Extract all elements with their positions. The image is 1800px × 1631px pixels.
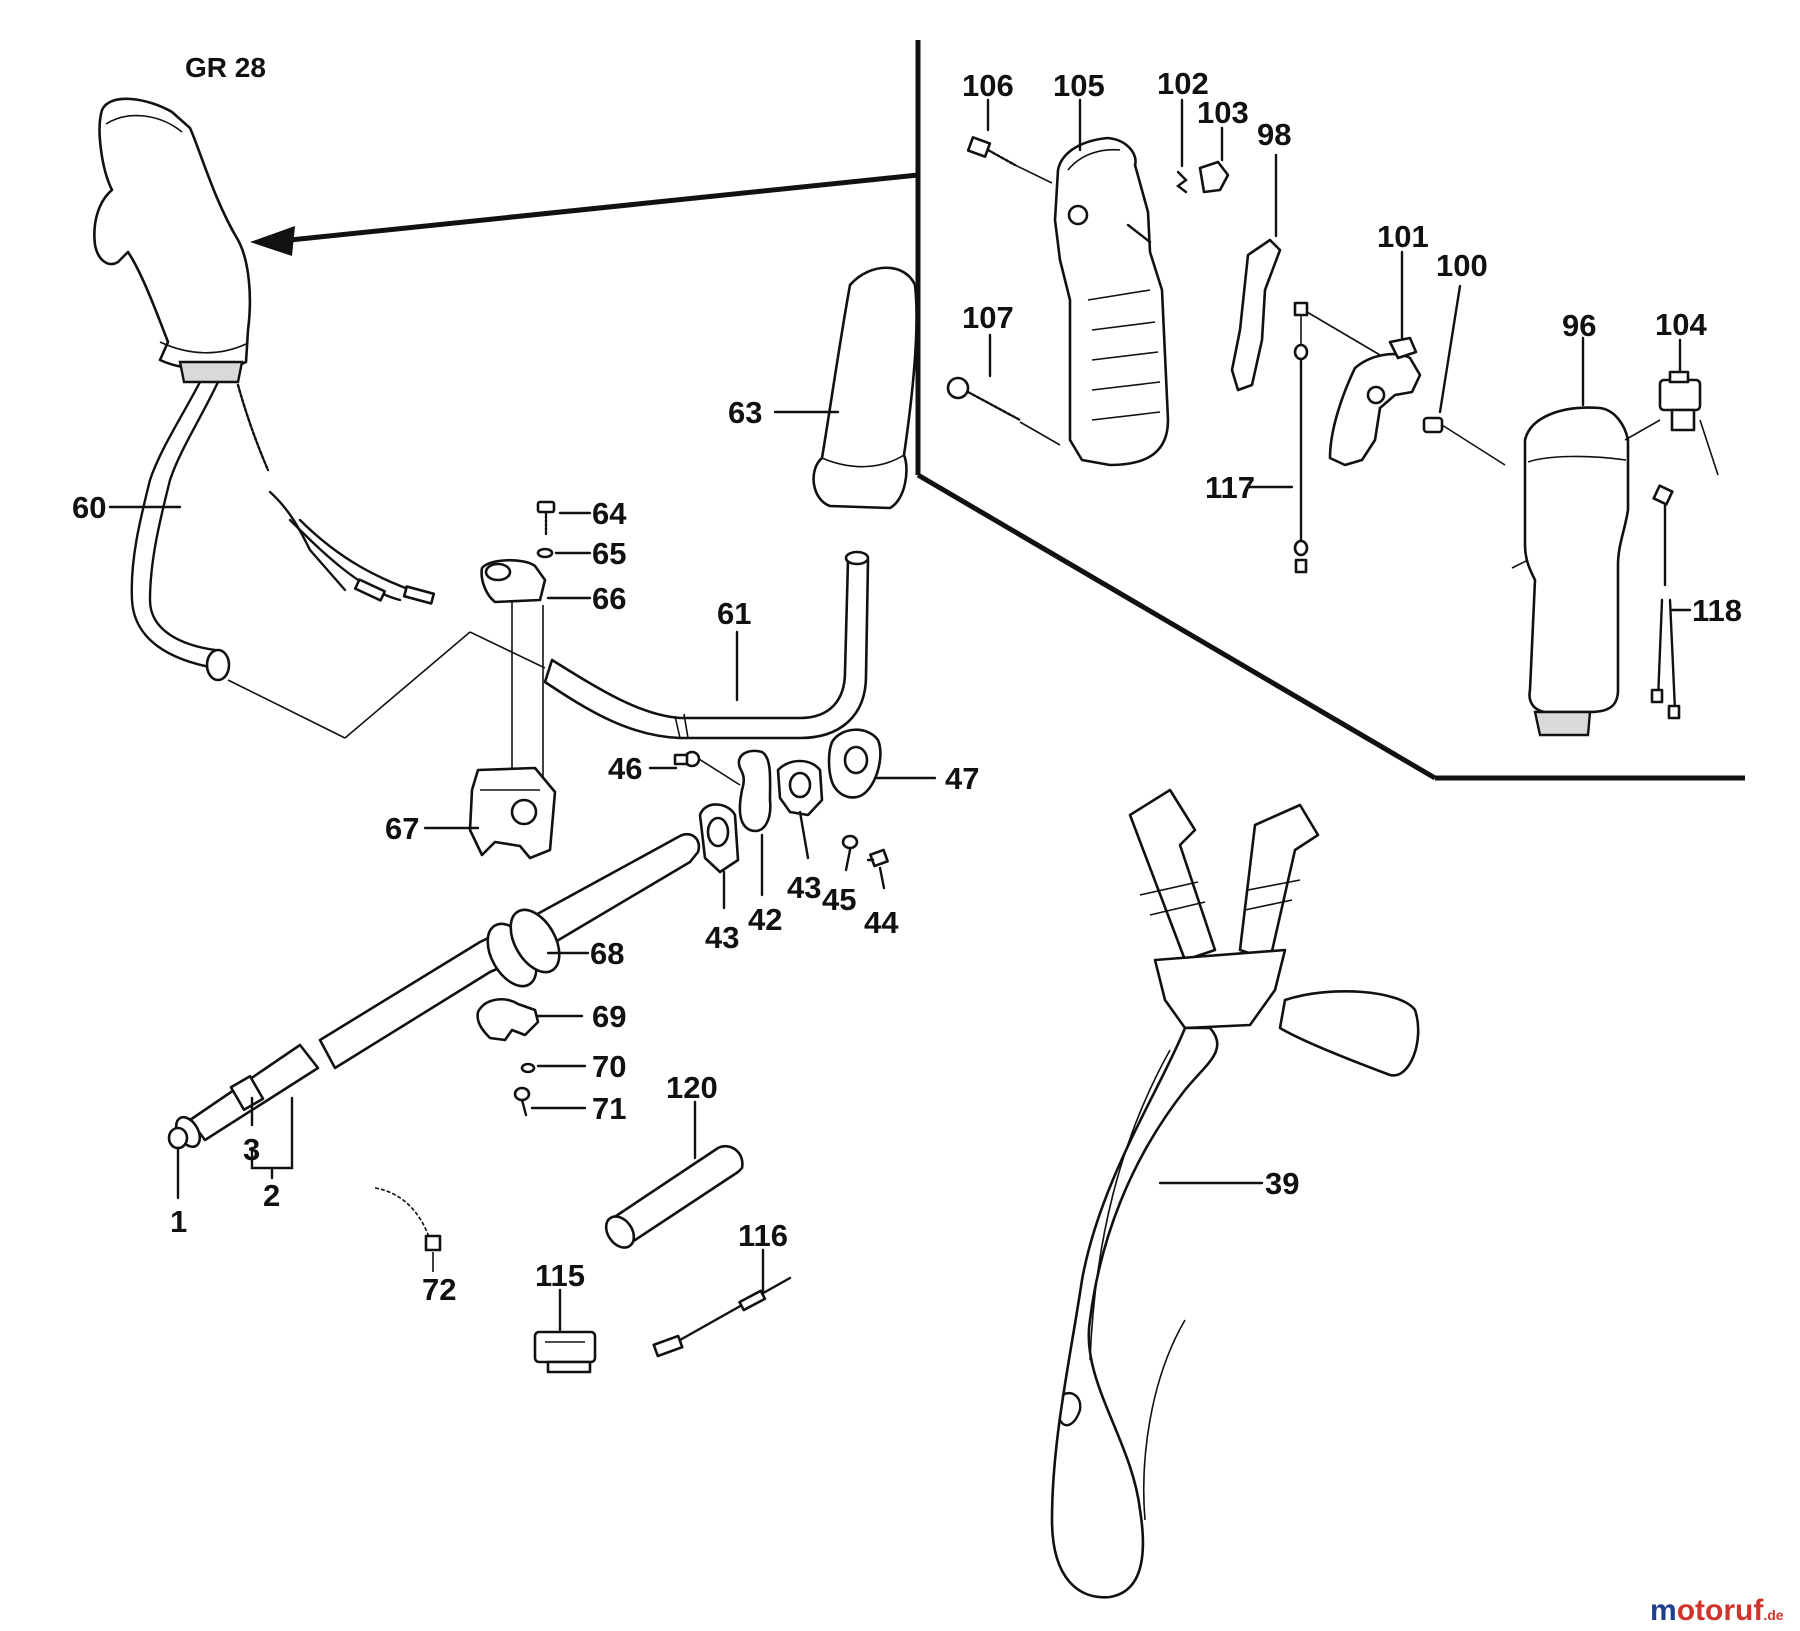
bolt-106 [966, 136, 1053, 184]
callout-118: 118 [1692, 593, 1742, 628]
callout-115: 115 [535, 1258, 585, 1293]
callout-69: 69 [592, 999, 626, 1034]
callout-1: 1 [170, 1204, 187, 1239]
callout-45: 45 [822, 882, 856, 917]
handlebar-tube-61 [543, 550, 870, 740]
callout-61: 61 [717, 596, 751, 631]
spring-102 [1176, 170, 1188, 194]
callout-43-lower: 43 [705, 920, 739, 955]
callout-105: 105 [1053, 68, 1105, 103]
callout-106: 106 [962, 68, 1014, 103]
clip-69 [476, 998, 540, 1042]
callout-117: 117 [1205, 470, 1255, 505]
callout-96: 96 [1562, 308, 1596, 343]
callout-72: 72 [422, 1272, 456, 1307]
callout-44: 44 [864, 905, 899, 940]
trigger-98 [1230, 238, 1282, 392]
callout-116: 116 [738, 1218, 788, 1253]
callout-67: 67 [385, 811, 419, 846]
connector-115 [533, 1330, 597, 1374]
callout-103: 103 [1197, 95, 1249, 130]
wire-118 [1650, 484, 1681, 720]
watermark-suffix: .de [1763, 1607, 1783, 1623]
wire-72 [374, 1187, 442, 1272]
gasket-42 [737, 749, 772, 833]
callout-120: 120 [666, 1070, 718, 1105]
callout-107: 107 [962, 300, 1014, 335]
bracket-43-lower [698, 803, 740, 874]
harness-39 [1050, 788, 1420, 1599]
callout-66: 66 [592, 581, 626, 616]
diagram-title: GR 28 [185, 52, 266, 83]
callout-100: 100 [1436, 248, 1488, 283]
plate-47 [827, 728, 882, 799]
washer-70 [520, 1062, 536, 1074]
watermark-brand-rest: otoruf [1677, 1594, 1765, 1627]
callout-65: 65 [592, 536, 626, 571]
callout-64: 64 [592, 496, 627, 531]
callout-2: 2 [263, 1178, 280, 1213]
watermark-brand-initial: m [1650, 1594, 1677, 1627]
callout-46: 46 [608, 751, 642, 786]
svg-text:motoruf.de: motoruf.de [1650, 1594, 1784, 1627]
nut-100 [1422, 416, 1506, 466]
shaft-tube-68 [167, 832, 701, 1150]
washer-65 [536, 547, 554, 559]
cable-116 [652, 1276, 792, 1358]
inset-frame [250, 40, 1745, 781]
screw-46 [673, 750, 741, 786]
clamp-67 [468, 766, 557, 860]
callout-39: 39 [1265, 1166, 1299, 1201]
screw-71 [513, 1086, 531, 1117]
washer-45 [841, 834, 859, 850]
callout-60: 60 [72, 490, 106, 525]
handle-half-105 [1053, 136, 1170, 467]
grip-63 [812, 266, 918, 510]
callout-71: 71 [592, 1091, 626, 1126]
callout-70: 70 [592, 1049, 626, 1084]
callout-101: 101 [1377, 219, 1429, 254]
handle-grip-96 [1511, 406, 1630, 737]
callout-43-upper: 43 [787, 870, 821, 905]
lever-101 [1328, 336, 1422, 467]
bracket-43-upper [776, 759, 824, 817]
watermark-logo: motoruf.de [1650, 1594, 1784, 1627]
callout-104: 104 [1655, 307, 1707, 342]
latch-103 [1198, 160, 1230, 194]
bolt-107 [946, 376, 1061, 446]
callout-47: 47 [945, 761, 979, 796]
callout-98: 98 [1257, 117, 1291, 152]
clamp-66 [480, 558, 547, 604]
sleeve-120 [604, 1145, 744, 1249]
screw-44 [866, 848, 889, 868]
cable-117 [1293, 301, 1381, 574]
callout-63: 63 [728, 395, 762, 430]
screw-64 [536, 500, 556, 537]
callout-68: 68 [590, 936, 624, 971]
callout-102: 102 [1157, 66, 1209, 101]
callout-42: 42 [748, 902, 782, 937]
handle-grip-60 [93, 97, 546, 739]
switch-104 [1624, 370, 1719, 476]
